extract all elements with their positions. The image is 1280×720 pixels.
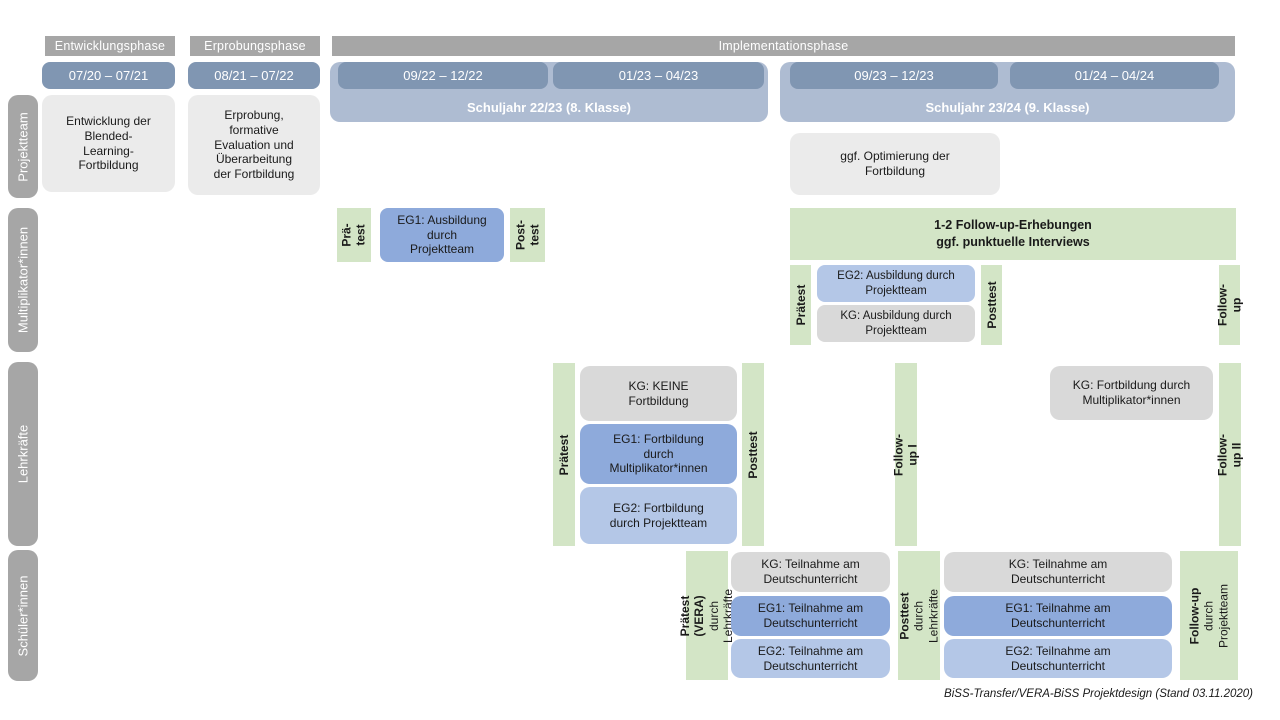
label-praetest-multiplikatoren-1: Prä- test bbox=[337, 208, 371, 262]
box-eg2-fortbildung-projektteam: EG2: Fortbildung durch Projektteam bbox=[580, 487, 737, 544]
date-bar-0923-1223: 09/23 – 12/23 bbox=[790, 62, 998, 89]
row-label-schuelerinnen: Schüler*innen bbox=[8, 550, 38, 681]
posttest-sub: durch Lehrkräfte bbox=[911, 588, 941, 643]
label-followup-1-lehrkraefte: Follow-up I bbox=[892, 363, 920, 546]
phase-header-label: Erprobungsphase bbox=[204, 39, 306, 53]
date-bar-0124-0424: 01/24 – 04/24 bbox=[1010, 62, 1219, 89]
year-band-label-22-23: Schuljahr 22/23 (8. Klasse) bbox=[466, 100, 632, 115]
box-entwicklung-fortbildung: Entwicklung der Blended- Learning- Fortb… bbox=[42, 95, 175, 192]
phase-header-erprobungsphase: Erprobungsphase bbox=[190, 36, 320, 56]
box-kg-keine-fortbildung: KG: KEINE Fortbildung bbox=[580, 366, 737, 421]
label-posttest-multiplikatoren-1: Post- test bbox=[510, 208, 545, 262]
date-bar-0821-0722: 08/21 – 07/22 bbox=[188, 62, 320, 89]
box-kg-ausbildung-projektteam: KG: Ausbildung durch Projektteam bbox=[817, 305, 975, 342]
date-bar-0123-0423: 01/23 – 04/23 bbox=[553, 62, 764, 89]
box-eg1-teilnahme-deutschunterricht-2: EG1: Teilnahme am Deutschunterricht bbox=[944, 596, 1172, 636]
phase-header-label: Entwicklungsphase bbox=[54, 39, 166, 53]
box-eg2-teilnahme-deutschunterricht-2: EG2: Teilnahme am Deutschunterricht bbox=[944, 639, 1172, 678]
label-followup-2-lehrkraefte: Follow-up II bbox=[1216, 363, 1244, 546]
year-band-label-23-24: Schuljahr 23/24 (9. Klasse) bbox=[925, 100, 1090, 115]
phase-header-entwicklungsphase: Entwicklungsphase bbox=[45, 36, 175, 56]
box-eg1-fortbildung-multiplikatoren: EG1: Fortbildung durch Multiplikator*inn… bbox=[580, 424, 737, 484]
label-praetest-multiplikatoren-2: Prätest bbox=[790, 265, 811, 345]
label-posttest-lehrkraefte: Posttest bbox=[742, 363, 764, 546]
box-optimierung-fortbildung: ggf. Optimierung der Fortbildung bbox=[790, 133, 1000, 195]
box-eg1-ausbildung-projektteam: EG1: Ausbildung durch Projektteam bbox=[380, 208, 504, 262]
date-bar-0922-1222: 09/22 – 12/22 bbox=[338, 62, 548, 89]
followup-sub: durch Projektteam bbox=[1201, 583, 1231, 648]
box-eg2-teilnahme-deutschunterricht-1: EG2: Teilnahme am Deutschunterricht bbox=[731, 639, 890, 678]
phase-header-label: Implementationsphase bbox=[718, 39, 849, 53]
posttest-title: Posttest bbox=[897, 591, 912, 640]
phase-header-implementationsphase: Implementationsphase bbox=[332, 36, 1235, 56]
box-eg2-ausbildung-projektteam: EG2: Ausbildung durch Projektteam bbox=[817, 265, 975, 302]
row-label-multiplikatorinnen: Multiplikator*innen bbox=[8, 208, 38, 352]
row-label-projektteam: Projektteam bbox=[8, 95, 38, 198]
label-posttest-multiplikatoren-2: Posttest bbox=[981, 265, 1002, 345]
box-erprobung-evaluation: Erprobung, formative Evaluation und Über… bbox=[188, 95, 320, 195]
label-praetest-lehrkraefte: Prätest bbox=[553, 363, 575, 546]
box-kg-teilnahme-deutschunterricht-1: KG: Teilnahme am Deutschunterricht bbox=[731, 552, 890, 592]
label-followup-multiplikatoren: Follow-up bbox=[1215, 265, 1244, 345]
date-bar-0720-0721: 07/20 – 07/21 bbox=[42, 62, 175, 89]
label-praetest-vera-schueler: Prätest (VERA)durch Lehrkräfte bbox=[678, 551, 735, 680]
praetest-vera-title: Prätest (VERA) bbox=[678, 594, 707, 637]
banner-followup-erhebungen: 1-2 Follow-up-Erhebungen ggf. punktuelle… bbox=[790, 208, 1236, 260]
row-label-lehrkraefte: Lehrkräfte bbox=[8, 362, 38, 546]
box-kg-fortbildung-multiplikatoren: KG: Fortbildung durch Multiplikator*inne… bbox=[1050, 366, 1213, 420]
footer-caption: BiSS-Transfer/VERA-BiSS Projektdesign (S… bbox=[944, 688, 1253, 700]
box-eg1-teilnahme-deutschunterricht-1: EG1: Teilnahme am Deutschunterricht bbox=[731, 596, 890, 636]
followup-title: Follow-up bbox=[1187, 587, 1202, 644]
box-kg-teilnahme-deutschunterricht-2: KG: Teilnahme am Deutschunterricht bbox=[944, 552, 1172, 592]
